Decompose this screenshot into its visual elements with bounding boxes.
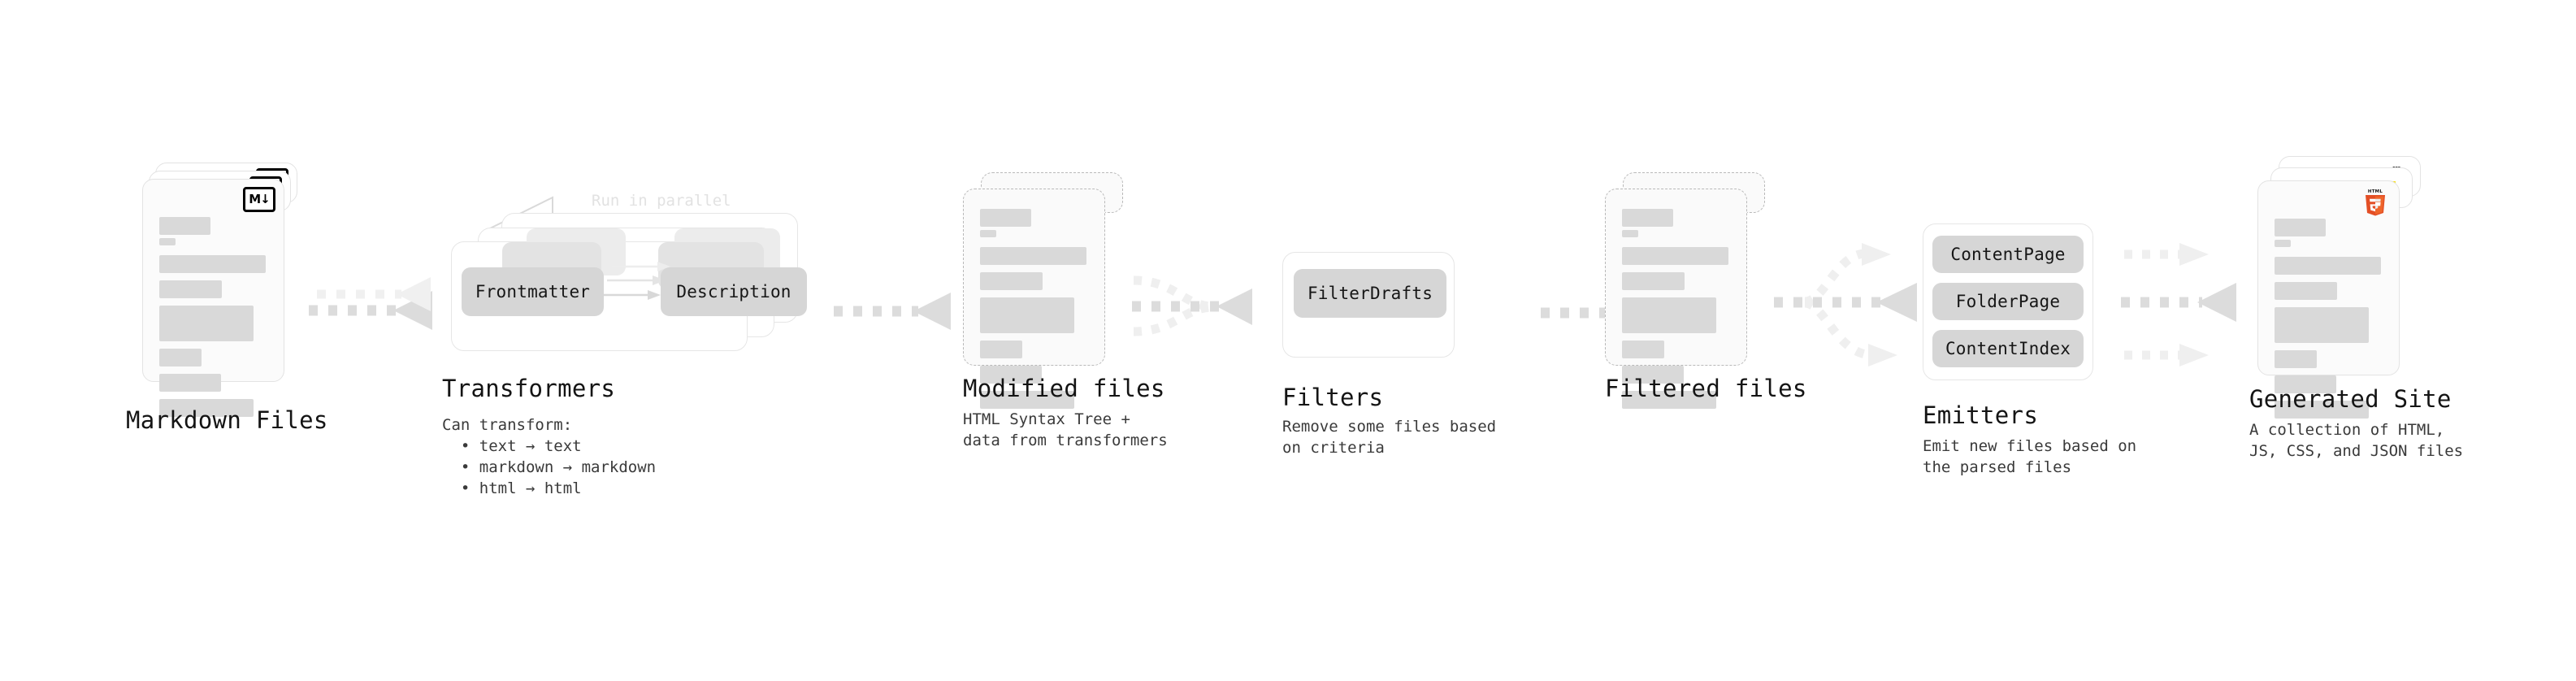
dashed-arrow-icon: [1774, 243, 1917, 367]
markdown-badge-icon: M↓: [243, 187, 275, 212]
html5-logo-icon: HTML: [2362, 187, 2388, 218]
filtered-card-front: [1605, 189, 1747, 409]
content-bar: [159, 374, 221, 392]
content-bar: [159, 399, 254, 417]
content-bar: [980, 209, 1031, 227]
document-content-bars: [159, 217, 269, 424]
site-card-front-html: HTML: [2257, 180, 2400, 419]
stage-modified-files: Modified files HTML Syntax Tree + data f…: [963, 163, 1207, 449]
content-bar: [1622, 272, 1685, 290]
content-bar: [2275, 307, 2369, 343]
content-bar: [980, 247, 1086, 265]
stage-title-generated-site: Generated Site: [2249, 385, 2452, 413]
content-bar: [1622, 340, 1664, 358]
svg-text:HTML: HTML: [2368, 189, 2383, 194]
dashed-arrow-icon: [834, 293, 951, 330]
stage-title-markdown-files: Markdown Files: [126, 406, 328, 434]
stage-generated-site: HTML Generated Site A collect: [2249, 156, 2517, 460]
content-bar: [1622, 391, 1716, 409]
content-bar: [2275, 375, 2336, 393]
dashed-arrow-icon: [309, 277, 432, 330]
stage-title-filtered-files: Filtered files: [1605, 375, 1807, 402]
content-bar: [980, 340, 1022, 358]
document-content-bars: [2275, 219, 2384, 426]
stage-filtered-files: Filtered files: [1605, 163, 1849, 439]
stage-description-emitters: Emit new files based on the parsed files: [1923, 437, 2137, 476]
stage-emitters: ContentPage FolderPage ContentIndex Emit…: [1923, 221, 2191, 481]
content-bar: [980, 297, 1074, 333]
transformer-chip-frontmatter[interactable]: Frontmatter: [462, 267, 604, 316]
content-bar: [1622, 247, 1728, 265]
arrow-transformers-to-modified: [829, 268, 975, 358]
arrow-markdown-to-transformers: [302, 268, 465, 358]
stage-title-transformers: Transformers: [442, 375, 616, 402]
transformer-inner-arrows: [602, 262, 670, 300]
content-bar: [2275, 257, 2381, 275]
transformer-chip-description[interactable]: Description: [661, 267, 807, 316]
content-bar: [1622, 366, 1684, 384]
document-content-bars: [1622, 209, 1732, 416]
content-bar: [159, 306, 254, 341]
content-bar: [1622, 230, 1638, 237]
content-bar: [159, 255, 266, 273]
content-bar: [159, 238, 176, 245]
markdown-card-front: M↓: [142, 179, 284, 417]
emitter-chip-contentindex[interactable]: ContentIndex: [1932, 330, 2084, 367]
stage-title-modified-files: Modified files: [963, 375, 1165, 402]
content-bar: [1622, 209, 1673, 227]
content-bar: [2275, 240, 2291, 247]
arrow-emitters-to-site: [2113, 223, 2275, 398]
stage-description-filters: Remove some files based on criteria: [1282, 418, 1497, 457]
stage-filters: FilterDrafts Filters Remove some files b…: [1282, 244, 1550, 488]
content-bar: [980, 230, 996, 237]
content-bar: [159, 217, 210, 235]
arrow-modified-to-filters: [1125, 260, 1288, 366]
content-bar: [1622, 297, 1716, 333]
emitter-chip-contentpage[interactable]: ContentPage: [1932, 236, 2084, 273]
content-bar: [2275, 219, 2326, 236]
stage-title-emitters: Emitters: [1923, 401, 2039, 429]
content-bar: [2275, 282, 2337, 300]
stage-description-modified-files: HTML Syntax Tree + data from transformer…: [963, 410, 1168, 449]
stage-description-transformers: Can transform: • text → text • markdown …: [442, 416, 657, 497]
content-bar: [980, 366, 1042, 384]
content-bar: [980, 272, 1043, 290]
content-bar: [980, 391, 1074, 409]
dashed-arrow-icon: [1132, 275, 1252, 336]
content-bar: [2275, 401, 2369, 419]
content-bar: [159, 280, 222, 298]
stage-transformers: Run in parallel Frontmatter Description …: [442, 192, 849, 497]
arrow-filtered-to-emitters: [1767, 223, 1930, 398]
content-bar: [2275, 350, 2317, 368]
dashed-arrow-icon: [2121, 243, 2236, 367]
emitter-chip-folderpage[interactable]: FolderPage: [1932, 283, 2084, 320]
annotation-run-in-parallel: Run in parallel: [592, 192, 731, 210]
filter-chip-filterdrafts[interactable]: FilterDrafts: [1294, 269, 1446, 318]
content-bar: [159, 349, 202, 367]
document-content-bars: [980, 209, 1090, 416]
stage-title-filters: Filters: [1282, 384, 1384, 411]
modified-card-front: [963, 189, 1105, 409]
stage-description-generated-site: A collection of HTML, JS, CSS, and JSON …: [2249, 421, 2464, 460]
stage-markdown-files: M↓ M↓ M↓ Markdown Files: [126, 163, 337, 439]
